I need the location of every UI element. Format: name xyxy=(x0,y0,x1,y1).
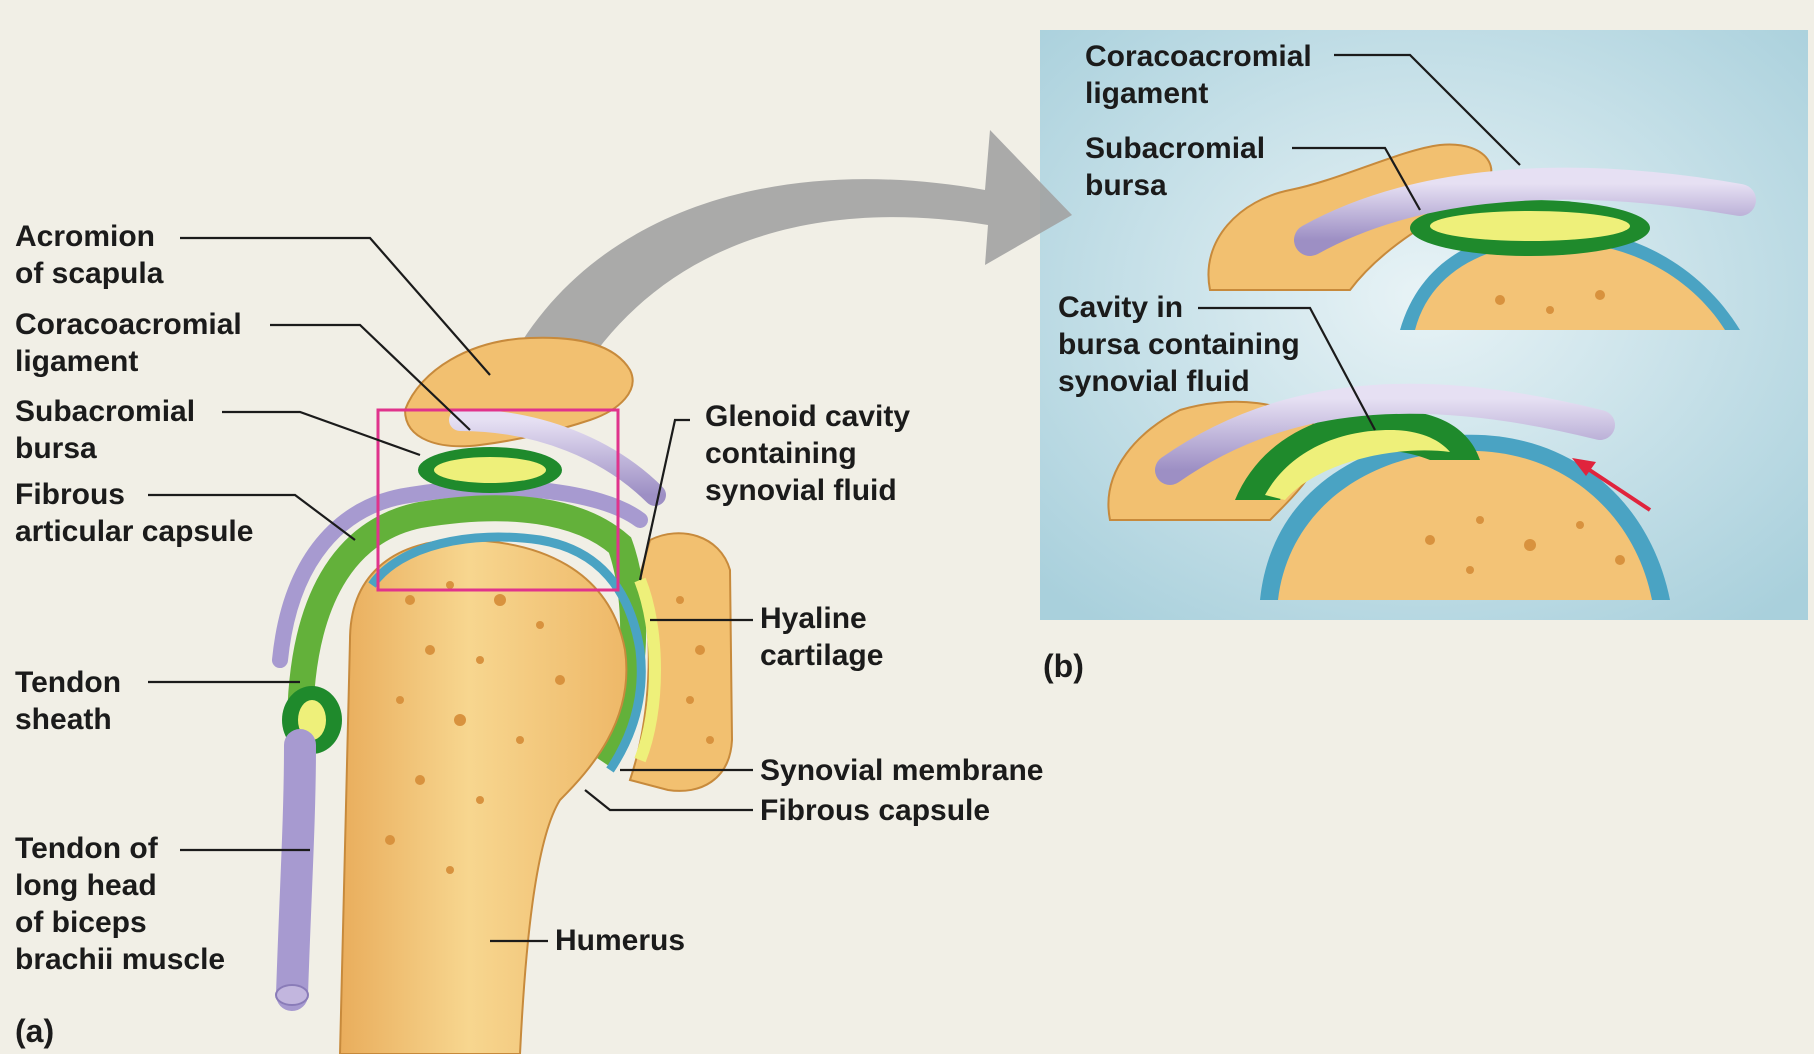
label-glenoid-line1: Glenoid cavity xyxy=(705,398,910,435)
label-tendon-long-head: Tendon of long head of biceps brachii mu… xyxy=(15,830,225,978)
label-subacromial-a-line2: bursa xyxy=(15,430,195,467)
label-coracoacromial-a-line2: ligament xyxy=(15,343,242,380)
label-tendon-sheath-line1: Tendon xyxy=(15,664,121,701)
label-tendon-long-head-line4: brachii muscle xyxy=(15,941,225,978)
label-subacromial-b-line1: Subacromial xyxy=(1085,130,1265,167)
label-coracoacromial-b-line2: ligament xyxy=(1085,75,1312,112)
label-tendon-long-head-line3: of biceps xyxy=(15,904,225,941)
humerus-bone xyxy=(340,540,626,1054)
label-hyaline-cartilage: Hyaline cartilage xyxy=(760,600,883,674)
label-glenoid-cavity: Glenoid cavity containing synovial fluid xyxy=(705,398,910,509)
panel-b-tag: (b) xyxy=(1043,648,1084,685)
label-subacromial-a-line1: Subacromial xyxy=(15,393,195,430)
label-synovial-membrane: Synovial membrane xyxy=(760,752,1043,789)
label-coracoacromial-b: Coracoacromial ligament xyxy=(1085,38,1312,112)
panel-a-tag: (a) xyxy=(15,1013,54,1050)
label-fibrous-articular-line1: Fibrous xyxy=(15,476,253,513)
label-coracoacromial-a-line1: Coracoacromial xyxy=(15,306,242,343)
label-fibrous-articular-capsule: Fibrous articular capsule xyxy=(15,476,253,550)
label-coracoacromial-b-line1: Coracoacromial xyxy=(1085,38,1312,75)
label-acromion-line2: of scapula xyxy=(15,255,163,292)
label-tendon-sheath-line2: sheath xyxy=(15,701,121,738)
label-acromion: Acromion of scapula xyxy=(15,218,163,292)
label-acromion-line1: Acromion xyxy=(15,218,163,255)
label-subacromial-b: Subacromial bursa xyxy=(1085,130,1265,204)
label-cavity-in-bursa: Cavity in bursa containing synovial flui… xyxy=(1058,289,1300,400)
label-hyaline-line2: cartilage xyxy=(760,637,883,674)
label-hyaline-line1: Hyaline xyxy=(760,600,883,637)
label-subacromial-b-line2: bursa xyxy=(1085,167,1265,204)
biceps-tendon xyxy=(292,745,300,995)
label-glenoid-line2: containing xyxy=(705,435,910,472)
label-humerus: Humerus xyxy=(555,922,685,959)
label-tendon-sheath: Tendon sheath xyxy=(15,664,121,738)
label-cavity-line2: bursa containing xyxy=(1058,326,1300,363)
label-tendon-long-head-line2: long head xyxy=(15,867,225,904)
label-tendon-long-head-line1: Tendon of xyxy=(15,830,225,867)
label-glenoid-line3: synovial fluid xyxy=(705,472,910,509)
label-subacromial-a: Subacromial bursa xyxy=(15,393,195,467)
label-fibrous-articular-line2: articular capsule xyxy=(15,513,253,550)
label-fibrous-capsule: Fibrous capsule xyxy=(760,792,990,829)
label-cavity-line1: Cavity in xyxy=(1058,289,1300,326)
label-coracoacromial-a: Coracoacromial ligament xyxy=(15,306,242,380)
label-cavity-line3: synovial fluid xyxy=(1058,363,1300,400)
